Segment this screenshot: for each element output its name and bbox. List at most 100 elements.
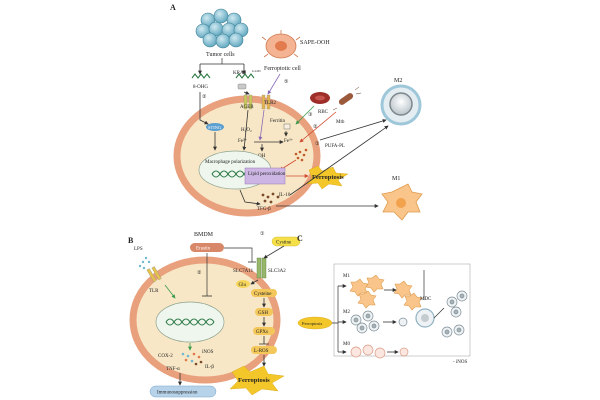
tumor-branch-line [200,58,244,65]
erastin-to-transporter-line [224,247,253,262]
glu-badge [236,280,250,288]
8ohg-molecule-icon [191,73,211,79]
mdc-output-cells [441,290,468,338]
sape-ooh-label: SAPE-OOH [300,40,330,46]
pufa-pl-dots-icon [294,148,308,162]
pufa-pl-label: PUFA-PL [325,144,345,149]
kras-label: KRAS [233,71,247,76]
rbc-icon [310,92,330,104]
ferroptosis-burst-icon-a [306,165,349,190]
immunosuppression-label: Immunosuppression [157,391,198,396]
bmdm-label: BMDM [194,232,214,238]
gsh-pill [255,308,273,316]
cell-to-m2-arrow [319,119,387,141]
macrophage-polarization-label: Macrophage polarization [205,160,256,165]
oh-label: OH [258,154,266,159]
ferroptosis-label-c: Ferroptosis [302,321,322,326]
m0-label-c: M0 [343,342,350,347]
slc-transporter-icon [256,257,267,279]
sape-to-tlr2-arrow [267,73,281,95]
gpxs-label: GPXs [256,330,268,335]
mdc-label: MDC [420,297,432,302]
inflammatory-dots-icon [181,352,203,366]
tlr2-label: TLR2 [264,101,276,106]
gsh-label: GSH [258,311,268,316]
cystine-in-arrow [263,245,285,259]
ferroptotic-cell-label: Ferroptotic cell [264,66,301,72]
tlr-label: TLR [149,289,159,294]
mtb-bacterium-icon [332,86,362,111]
tumor-cells-label: Tumor cells [206,52,235,58]
panel-b-letter: B [128,236,134,245]
dna-helix-icon-a [211,170,253,178]
kras-to-ager-arrow [243,90,250,95]
fe3-label: Fe³⁺ [284,138,293,144]
dna-helix-strand-a [211,170,253,178]
ferroptosis-label-b: Ferroptosis [238,377,270,384]
step-5-marker: ⑤ [284,79,289,85]
panel-a-letter: A [170,3,176,12]
m2-cells-row [350,310,408,334]
8ohg-label: 8-OHG [193,85,208,90]
m0-cells-row [350,344,409,359]
ager-label: AGER [240,105,254,110]
8ohg-to-sting-arrow [199,92,209,125]
mdc-link-line [433,307,445,319]
cysteine-label: Cysteine [254,292,272,297]
ilb-label: IL-β [205,365,214,370]
m1-cells-row [349,274,423,311]
cystine-label-top: Cystine [276,241,292,246]
ferritin-icon [283,123,291,130]
glu-out-arrow [250,279,259,285]
mtb-label: Mtb [336,120,345,125]
kras-mutation-label: G12D [252,69,261,73]
slc3a2-label: SLC3A2 [268,269,286,274]
cytokine-dots-icon [261,192,280,204]
lps-dots-icon [138,256,151,270]
gpx-inhibit-lros [259,336,269,345]
rbc-label: RBC [318,110,329,115]
cytokine-to-m2-arrow [289,125,389,196]
tgfb-label: TFG-β [257,207,271,212]
erastin-label: Erastin [196,247,211,252]
ager-receptor-icon [243,94,253,110]
sting-label: STING [208,125,222,130]
ferroptosis-branch-line [332,286,339,352]
step-1-marker: ① [315,141,320,147]
tlr-to-nucleus-arrow [164,284,176,299]
rbc-to-ferritin-arrow [295,105,315,125]
tlr2-down-arrow [258,109,265,141]
lps-label: LPS [134,247,143,252]
panel-a: A Tumor cells SAPE-OOH Ferroptotic cell [170,3,423,221]
tnfa-label: TNF-α [166,367,180,372]
lipid-peroxidation-label: Lipid peroxidation [248,172,286,177]
inos-legend: - iNOS [453,360,468,365]
panel-c-frame [333,263,471,357]
panel-c-letter: C [297,234,303,243]
ferroptosis-burst-icon-b [229,365,285,396]
slc7a11-label: SLC7A11 [233,269,254,274]
ferroptosis-label-a: Ferroptosis [312,174,344,181]
step-3-marker: ③ [308,112,313,118]
glu-label: Glu [239,283,247,288]
il10-label: IL-10 [279,193,291,198]
ager-to-polarization-arrow [242,109,249,151]
h2o2-label: H₂O₂ [241,128,252,133]
panel-b: B BMDM Erastin ① Cystine LPS TLR ② [128,231,301,398]
ferroptotic-cell-icon [261,30,301,59]
m2-label-c: M2 [343,310,350,315]
fe2-label: Fe²⁺ [238,138,247,144]
gpxs-pill [253,327,275,335]
step-2b-marker: ② [313,124,318,130]
lros-pill [251,346,277,354]
ferritin-label: Ferritin [270,119,285,124]
cystine-pill [271,236,301,247]
step-2-marker-b: ② [197,270,202,276]
inos-label-b: iNOS [202,350,214,355]
sting-badge [206,123,224,131]
polarization-to-cytokine-arrow [239,189,261,206]
mtb-to-ferroptosis-arrow [299,111,337,143]
tlr2-receptor-icon [261,94,271,110]
m1-label-c: M1 [343,274,350,279]
